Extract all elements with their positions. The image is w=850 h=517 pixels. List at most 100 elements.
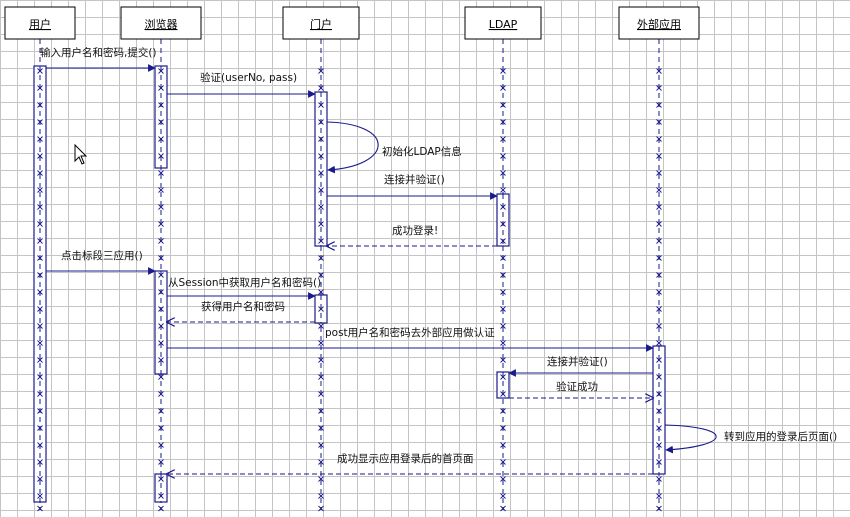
lifeline-marker: [158, 238, 164, 244]
activation-marker: [500, 238, 506, 244]
message-1: 输入用户名和密码,提交(): [40, 46, 157, 72]
message-5: 成功登录!: [327, 224, 497, 246]
lifeline-marker: [318, 459, 324, 465]
message-label: 转到应用的登录后页面(): [724, 430, 837, 443]
activation-marker: [37, 221, 43, 227]
lifeline-marker: [656, 204, 662, 210]
message-label: 初始化LDAP信息: [382, 145, 462, 158]
participant-ldap[interactable]: LDAP: [464, 6, 542, 40]
participant-box[interactable]: [4, 6, 76, 40]
activation-marker: [500, 204, 506, 210]
mouse-cursor-icon: [74, 143, 88, 165]
lifeline-marker: [318, 493, 324, 499]
lifeline-marker: [318, 425, 324, 431]
lifelines-layer: [37, 39, 662, 512]
participant-box[interactable]: [618, 6, 700, 40]
activation-marker: [318, 204, 324, 210]
message-9: post用户名和密码去外部应用做认证: [167, 326, 654, 352]
activation-marker: [37, 187, 43, 193]
activation-marker: [318, 119, 324, 125]
lifeline-marker: [656, 85, 662, 91]
lifeline-marker: [656, 476, 662, 482]
activation-browser: [154, 270, 168, 375]
lifeline-marker: [318, 289, 324, 295]
lifeline-marker: [158, 442, 164, 448]
activation-marker: [37, 408, 43, 414]
participant-browser[interactable]: 浏览器: [120, 6, 202, 40]
lifeline-marker: [318, 374, 324, 380]
activation-marker: [37, 459, 43, 465]
lifeline-marker: [656, 102, 662, 108]
activation-marker: [318, 221, 324, 227]
lifeline-marker: [500, 136, 506, 142]
lifeline-marker: [158, 204, 164, 210]
activation-marker: [158, 476, 164, 482]
activation-marker: [318, 238, 324, 244]
message-11: 验证成功: [509, 380, 653, 398]
lifeline-marker: [500, 459, 506, 465]
activation-marker: [37, 425, 43, 431]
lifeline-marker: [500, 340, 506, 346]
message-label: 成功显示应用登录后的首页面: [337, 452, 474, 465]
participant-portal[interactable]: 门户: [282, 6, 360, 40]
messages-layer: 输入用户名和密码,提交()验证(userNo, pass)初始化LDAP信息连接…: [40, 46, 837, 474]
lifeline-marker: [158, 170, 164, 176]
lifeline-end-marker: [500, 505, 506, 512]
message-label: 获得用户名和密码: [201, 300, 285, 313]
lifeline-marker: [500, 85, 506, 91]
message-label: 验证(userNo, pass): [200, 71, 297, 84]
participant-external[interactable]: 外部应用: [618, 6, 700, 40]
activation-marker: [158, 340, 164, 346]
activation-marker: [500, 391, 506, 397]
lifeline-marker: [656, 289, 662, 295]
message-8: 获得用户名和密码: [167, 300, 315, 322]
message-7: 从Session中获取用户名和密码(): [167, 276, 321, 300]
lifeline-marker: [656, 170, 662, 176]
lifeline-marker: [500, 170, 506, 176]
lifeline-end-marker: [318, 505, 324, 512]
activation-marker: [37, 153, 43, 159]
lifeline-marker: [318, 340, 324, 346]
lifeline-marker: [656, 68, 662, 74]
activation-marker: [158, 102, 164, 108]
lifeline-marker: [656, 493, 662, 499]
message-13: 成功显示应用登录后的首页面: [167, 452, 653, 474]
activation-marker: [158, 153, 164, 159]
participant-user[interactable]: 用户: [4, 6, 76, 40]
activation-marker: [37, 136, 43, 142]
lifeline-marker: [500, 323, 506, 329]
activation-marker: [158, 323, 164, 329]
lifeline-marker: [158, 255, 164, 261]
lifeline-marker: [318, 476, 324, 482]
participant-box[interactable]: [464, 6, 542, 40]
lifeline-marker: [500, 306, 506, 312]
lifeline-marker: [656, 153, 662, 159]
lifeline-marker: [656, 340, 662, 346]
activation-marker: [500, 221, 506, 227]
activation-marker: [318, 187, 324, 193]
lifeline-marker: [500, 493, 506, 499]
activation-marker: [656, 442, 662, 448]
activation-marker: [656, 408, 662, 414]
lifeline-marker: [656, 119, 662, 125]
activation-marker: [37, 442, 43, 448]
activation-marker: [158, 493, 164, 499]
activation-marker: [656, 357, 662, 363]
participant-box[interactable]: [120, 6, 202, 40]
activation-marker: [158, 119, 164, 125]
participant-label: 浏览器: [145, 17, 178, 31]
activation-marker: [37, 493, 43, 499]
lifeline-marker: [656, 238, 662, 244]
lifeline-marker: [500, 408, 506, 414]
lifeline-marker: [318, 357, 324, 363]
lifeline-marker: [318, 323, 324, 329]
message-6: 点击标段三应用(): [46, 249, 156, 275]
self-message-arrow: [326, 121, 379, 174]
activation-marker: [158, 136, 164, 142]
participant-box[interactable]: [282, 6, 360, 40]
activation-marker: [656, 374, 662, 380]
lifeline-marker: [500, 102, 506, 108]
lifeline-marker: [158, 391, 164, 397]
lifeline-marker: [318, 85, 324, 91]
